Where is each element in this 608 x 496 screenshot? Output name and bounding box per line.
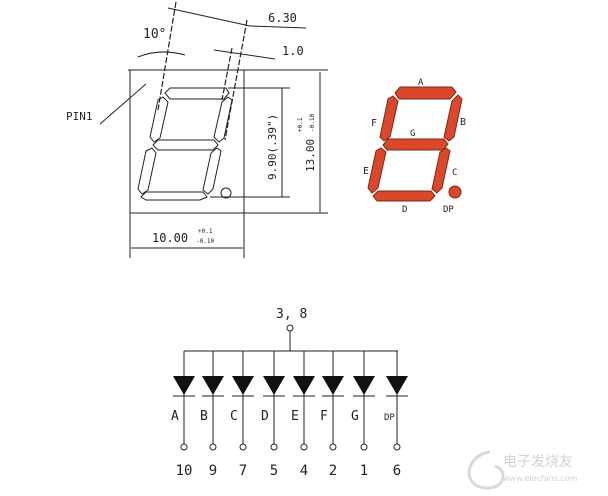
segment-d [372,190,436,202]
label-dp: DP [443,205,454,215]
segment-label: F [320,409,328,424]
digit-outline [137,87,233,201]
pin-number: 1 [360,463,368,479]
dim-9-90-label: 9.90(.39") [266,114,279,180]
diode-triangle [202,376,224,395]
pin-number: 9 [209,463,217,479]
pin-number: 10 [176,463,193,479]
pin-number: 6 [393,463,401,479]
diode-triangle [263,376,285,395]
angle-arc [137,51,186,58]
pin-number: 5 [270,463,278,479]
segment-e [367,147,387,194]
diode-triangle [353,376,375,395]
dim-13-00-tol-plus: +0.1 [297,117,304,132]
label-d: D [402,205,407,215]
mechanical-drawing: 6.30 1.0 10° PIN1 9.90(.39") 13.00 +0.1 … [66,1,328,258]
dim-6-30-label: 6.30 [268,11,297,25]
watermark: 电子发烧友 www.elecfans.com [467,450,578,490]
slant-line-right [224,19,248,141]
dim-line-6-30 [167,7,251,27]
dim-13-00-label: 13.00 [304,139,317,172]
segment-a [394,86,457,100]
diode-triangle [232,376,254,395]
diode-c: C7 [230,351,254,479]
dim-10-00-label: 10.00 [152,231,188,245]
diode-triangle [322,376,344,395]
pin-terminal [209,443,217,451]
angle-label: 10° [143,27,166,42]
segment-c [431,147,451,194]
slant-line-left [157,1,177,111]
diode-triangle [173,376,195,395]
label-e: E [363,166,369,177]
pin-terminal [393,443,401,451]
watermark-logo-icon [467,450,505,490]
segment-label: B [200,409,208,424]
pin-number: 2 [329,463,337,479]
common-pins-label: 3, 8 [276,307,307,322]
dim-10-00-tol-plus: +0.1 [198,228,213,235]
segment-g [382,138,449,151]
diode-triangle [386,376,408,395]
watermark-url: www.elecfans.com [503,474,578,483]
slant-line-inner [221,47,233,101]
dim-1-0-label: 1.0 [282,44,304,58]
dim-leader-6-30 [249,25,307,29]
segment-label: DP [384,413,395,423]
segment-label: G [351,409,359,424]
segment-b [443,94,463,142]
segment-dp [448,185,462,199]
diode-d: D5 [261,351,285,479]
dim-10-00-tol-minus: -0.10 [196,238,214,245]
segment-label: A [171,409,179,424]
pin1-leader [99,83,147,125]
pin-terminal [329,443,337,451]
watermark-name: 电子发烧友 [503,454,573,470]
label-b: B [460,117,466,128]
segment-label: C [230,409,238,424]
pin-terminal [180,443,188,451]
segment-f [379,95,399,142]
seven-segment-display: A F B G E C D DP [363,78,466,215]
diode-e: E4 [291,351,315,479]
segment-label: E [291,409,299,424]
label-a: A [418,78,424,88]
diode-f: F2 [320,351,344,479]
label-c: C [452,168,457,178]
dim-line-1-0 [213,49,276,60]
common-pin-terminal [286,324,294,332]
pin-terminal [239,443,247,451]
diode-b: B9 [200,351,224,479]
diode-dp: DP 6 [384,351,408,479]
pin-terminal [300,443,308,451]
diode-triangle [293,376,315,395]
pin-terminal [270,443,278,451]
pin-terminal [360,443,368,451]
dim-13-00-tol-minus: -0.10 [309,114,316,132]
diode-g: G1 [351,351,375,479]
label-f: F [371,118,377,129]
label-g: G [410,129,415,139]
pin-number: 7 [239,463,247,479]
diode-a: A 10 [171,351,195,479]
pin1-label: PIN1 [66,110,93,123]
pin-number: 4 [300,463,308,479]
segment-label: D [261,409,269,424]
